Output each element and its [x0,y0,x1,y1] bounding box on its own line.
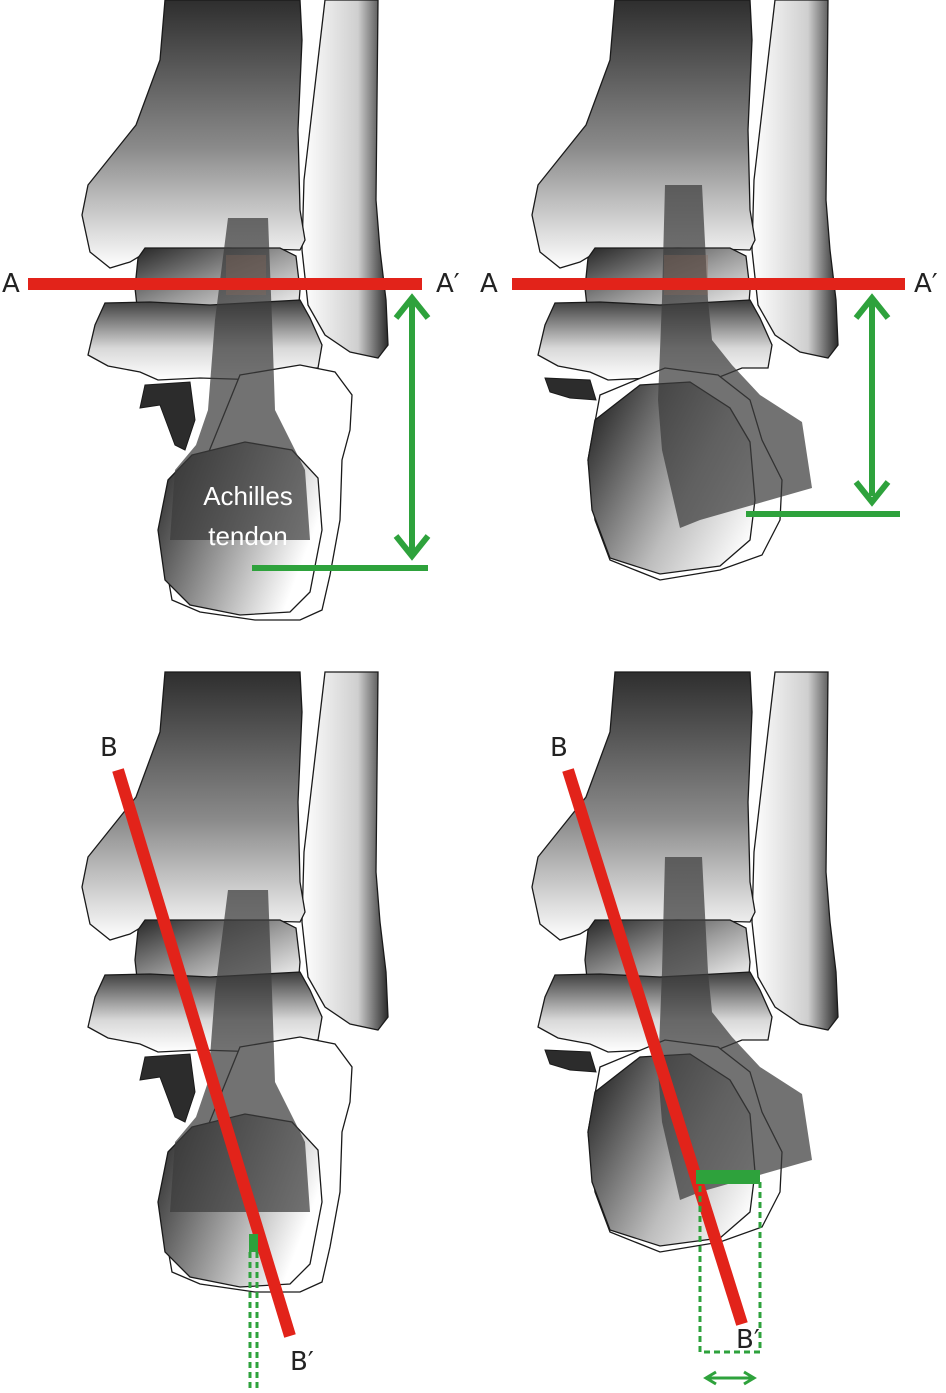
reference-line-b [562,768,748,1326]
achilles-tendon [170,218,310,540]
panel-top-right: A A′ [480,0,938,581]
annotation-line-1: Achilles [203,481,293,511]
panel-bottom-right: B B′ [531,671,839,1386]
annotation-line-2: tendon [208,521,288,551]
achilles-tendon [170,890,310,1212]
line-end-label: A′ [914,269,938,299]
panel-top-left: A A′ Achilles tendon [2,0,460,621]
reference-line-b [112,768,296,1338]
offset-marker [249,1234,258,1252]
line-end-label: A′ [436,269,460,299]
panel-bottom-left: B B′ [81,671,389,1392]
line-end-label: B′ [736,1325,760,1355]
achilles-tendon [658,857,812,1200]
line-start-label: B [100,733,118,763]
achilles-tendon [658,185,812,528]
line-start-label: A [2,269,20,299]
dashed-projection-icon [698,1180,762,1354]
line-start-label: A [480,269,498,299]
line-end-label: B′ [290,1347,314,1377]
line-start-label: B [550,733,568,763]
